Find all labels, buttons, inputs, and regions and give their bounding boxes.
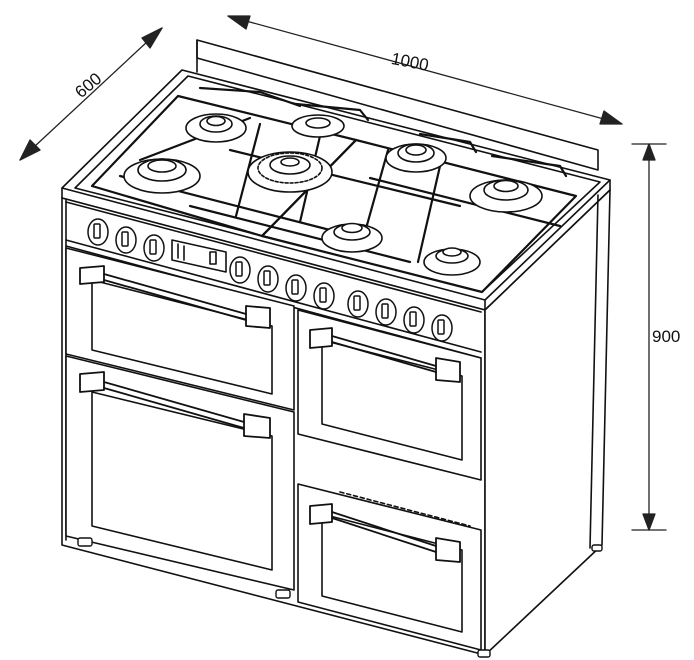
burner-far-right [469, 179, 543, 213]
burner-rear-centre [291, 114, 345, 138]
depth-dimension-line [19, 27, 163, 161]
knob-4 [229, 256, 251, 284]
burner-front-right [423, 247, 481, 276]
left-upper-oven-door [65, 247, 295, 411]
knob-2 [115, 226, 137, 254]
storage-drawer [297, 483, 482, 651]
knob-5 [257, 265, 279, 293]
left-lower-door-handle [79, 371, 271, 439]
backsplash [196, 39, 599, 171]
storage-drawer-handle [309, 503, 461, 563]
width-dimension-line [227, 15, 623, 125]
knob-10 [403, 306, 425, 334]
control-knobs [87, 218, 453, 342]
burner-wok-centre [247, 151, 333, 193]
left-lower-oven-door [65, 355, 295, 591]
height-dimension-label: 900 [652, 327, 681, 346]
burner-front-centre [321, 222, 383, 253]
knob-3 [143, 234, 165, 262]
knob-9 [375, 298, 397, 326]
height-dimension-line [631, 143, 667, 531]
knob-8 [347, 290, 369, 318]
left-upper-door-handle [79, 265, 271, 329]
right-oven-door-handle [309, 327, 461, 383]
burner-rear-right [385, 143, 447, 173]
burner-front-left [123, 158, 201, 194]
clock-display [171, 239, 227, 273]
right-oven-door [297, 309, 482, 481]
knob-6 [285, 274, 307, 302]
knob-1 [87, 218, 109, 246]
burner-rear-left [185, 113, 247, 143]
knob-11 [431, 314, 453, 342]
knob-7 [313, 282, 335, 310]
feet [77, 537, 603, 658]
